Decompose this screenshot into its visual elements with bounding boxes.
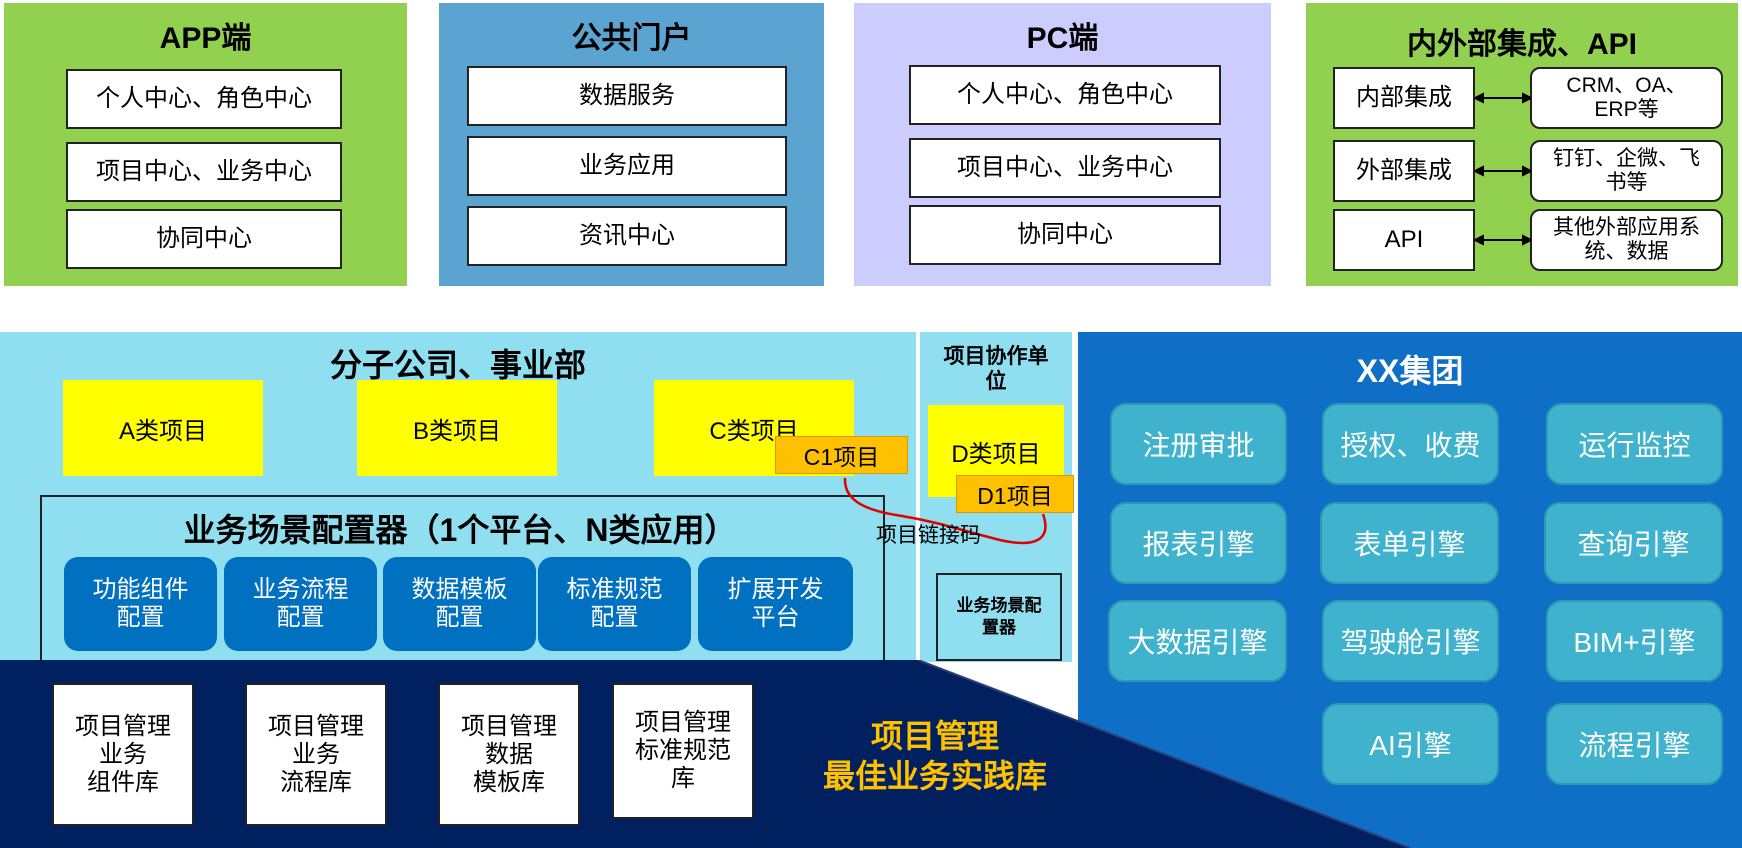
app-item-collab[interactable]: 协同中心: [66, 209, 342, 269]
portal-item-data[interactable]: 数据服务: [467, 66, 787, 126]
engine-cockpit[interactable]: 驾驶舱引擎: [1322, 600, 1499, 682]
external-integration-box[interactable]: 外部集成: [1333, 140, 1475, 202]
subsidiary-title: 分子公司、事业部: [329, 347, 586, 383]
function-component-config-button[interactable]: 功能组件 配置: [64, 557, 217, 651]
engine-form[interactable]: 表单引擎: [1320, 502, 1499, 584]
api-box[interactable]: API: [1333, 209, 1475, 271]
integration-panel-title: 内外部集成、API: [1406, 28, 1637, 61]
crm-oa-erp-box[interactable]: CRM、OA、 ERP等: [1530, 67, 1723, 129]
pc-panel-title: PC端: [1026, 22, 1099, 55]
dingtalk-wecom-feishu-box[interactable]: 钉钉、企微、飞 书等: [1530, 140, 1723, 202]
project-c1[interactable]: C1项目: [775, 436, 908, 474]
project-type-b[interactable]: B类项目: [357, 380, 557, 476]
group-title: XX集团: [1356, 353, 1464, 389]
app-item-personal[interactable]: 个人中心、角色中心: [66, 69, 342, 129]
engine-registration-approval[interactable]: 注册审批: [1110, 403, 1287, 485]
integration-arrows: [1475, 92, 1531, 246]
business-process-config-button[interactable]: 业务流程 配置: [224, 557, 377, 651]
engine-authorization-billing[interactable]: 授权、收费: [1322, 403, 1499, 485]
pc-panel: PC端 个人中心、角色中心 项目中心、业务中心 协同中心: [854, 3, 1271, 286]
best-practice-slogan: 项目管理 最佳业务实践库: [822, 718, 1047, 794]
engine-runtime-monitoring[interactable]: 运行监控: [1546, 403, 1723, 485]
engine-bim[interactable]: BIM+引擎: [1546, 600, 1723, 682]
portal-panel-title: 公共门户: [571, 22, 692, 55]
integration-panel: 内外部集成、API 内部集成 CRM、OA、 ERP等 外部集成 钉钉、企微、飞…: [1306, 3, 1738, 286]
portal-item-news[interactable]: 资讯中心: [467, 206, 787, 266]
engine-report[interactable]: 报表引擎: [1110, 502, 1287, 584]
other-external-systems-box[interactable]: 其他外部应用系 统、数据: [1530, 209, 1723, 271]
extension-dev-platform-button[interactable]: 扩展开发 平台: [698, 557, 853, 651]
library-business-components[interactable]: 项目管理 业务 组件库: [52, 683, 194, 826]
app-panel-title: APP端: [159, 22, 252, 55]
pc-item-personal[interactable]: 个人中心、角色中心: [909, 65, 1221, 125]
library-standard-spec[interactable]: 项目管理 标准规范 库: [612, 683, 754, 819]
library-business-process[interactable]: 项目管理 业务 流程库: [245, 683, 387, 826]
engine-big-data[interactable]: 大数据引擎: [1108, 600, 1287, 682]
project-type-a[interactable]: A类项目: [63, 380, 263, 476]
data-template-config-button[interactable]: 数据模板 配置: [383, 557, 536, 651]
standard-spec-config-button[interactable]: 标准规范 配置: [538, 557, 691, 651]
portal-item-business[interactable]: 业务应用: [467, 136, 787, 196]
project-link-curve: [843, 477, 1047, 545]
internal-integration-box[interactable]: 内部集成: [1333, 67, 1475, 129]
library-data-template[interactable]: 项目管理 数据 模板库: [438, 683, 580, 826]
project-d1[interactable]: D1项目: [956, 475, 1074, 513]
engine-workflow[interactable]: 流程引擎: [1546, 703, 1723, 785]
engine-query[interactable]: 查询引擎: [1544, 502, 1723, 584]
engine-ai[interactable]: AI引擎: [1322, 703, 1499, 785]
pc-item-collab[interactable]: 协同中心: [909, 205, 1221, 265]
app-item-project[interactable]: 项目中心、业务中心: [66, 142, 342, 202]
app-panel: APP端 个人中心、角色中心 项目中心、业务中心 协同中心: [4, 3, 407, 286]
portal-panel: 公共门户 数据服务 业务应用 资讯中心: [439, 3, 824, 286]
project-link-code-label: 项目链接码: [876, 524, 981, 547]
collab-title: 项目协作单 位: [943, 345, 1049, 393]
collab-config-box[interactable]: 业务场景配 置器: [936, 573, 1062, 661]
configurator-title: 业务场景配置器（1个平台、N类应用）: [183, 512, 737, 548]
pc-item-project[interactable]: 项目中心、业务中心: [909, 138, 1221, 198]
